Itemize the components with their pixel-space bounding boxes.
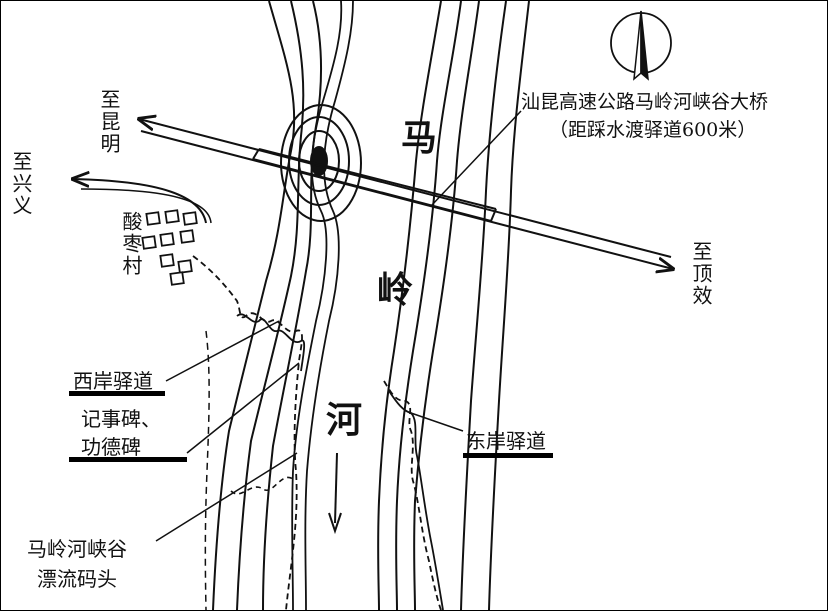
- river-name-char1: 马: [401, 117, 438, 159]
- direction-to-dingxiao: 至顶效: [689, 241, 713, 307]
- west-near-contours: [291, 1, 354, 610]
- hill-contours: [280, 104, 362, 222]
- flow-direction-arrow-icon: [328, 452, 342, 535]
- bridge-name: 汕昆高速公路马岭河峡谷大桥: [521, 91, 769, 113]
- pier-label-line2: 漂流码头: [37, 567, 117, 591]
- west-path-label: 西岸驿道: [73, 369, 153, 393]
- leader-lines: [155, 110, 522, 542]
- north-arrow-icon: [610, 10, 672, 81]
- east-bank-trail: [383, 380, 444, 610]
- east-path-underline: [463, 453, 553, 458]
- monument-underline: [69, 457, 187, 462]
- expressway-bridge: [139, 119, 673, 269]
- village-label: 酸枣村: [119, 211, 143, 277]
- direction-to-kunming: 至昆明: [97, 89, 121, 155]
- direction-to-xingyi: 至兴义: [9, 151, 33, 217]
- west-bank-dashed-outline: [230, 476, 294, 495]
- west-bank-trail: [192, 255, 306, 610]
- monument-label-line1: 记事碑、: [81, 407, 161, 431]
- road-to-xingyi: [73, 179, 207, 224]
- village-houses: [141, 209, 198, 286]
- west-bank-contours: [212, 1, 323, 610]
- river-name-char3: 河: [326, 399, 363, 441]
- monument-label-line2: 功德碑: [81, 435, 141, 459]
- west-path-underline: [69, 391, 165, 396]
- east-bank-contours: [377, 1, 530, 610]
- river-name-char2: 岭: [377, 269, 414, 311]
- pier-label-line1: 马岭河峡谷: [27, 537, 127, 561]
- bridge-note: （距踩水渡驿道600米）: [549, 119, 757, 141]
- east-path-label: 东岸驿道: [466, 429, 546, 453]
